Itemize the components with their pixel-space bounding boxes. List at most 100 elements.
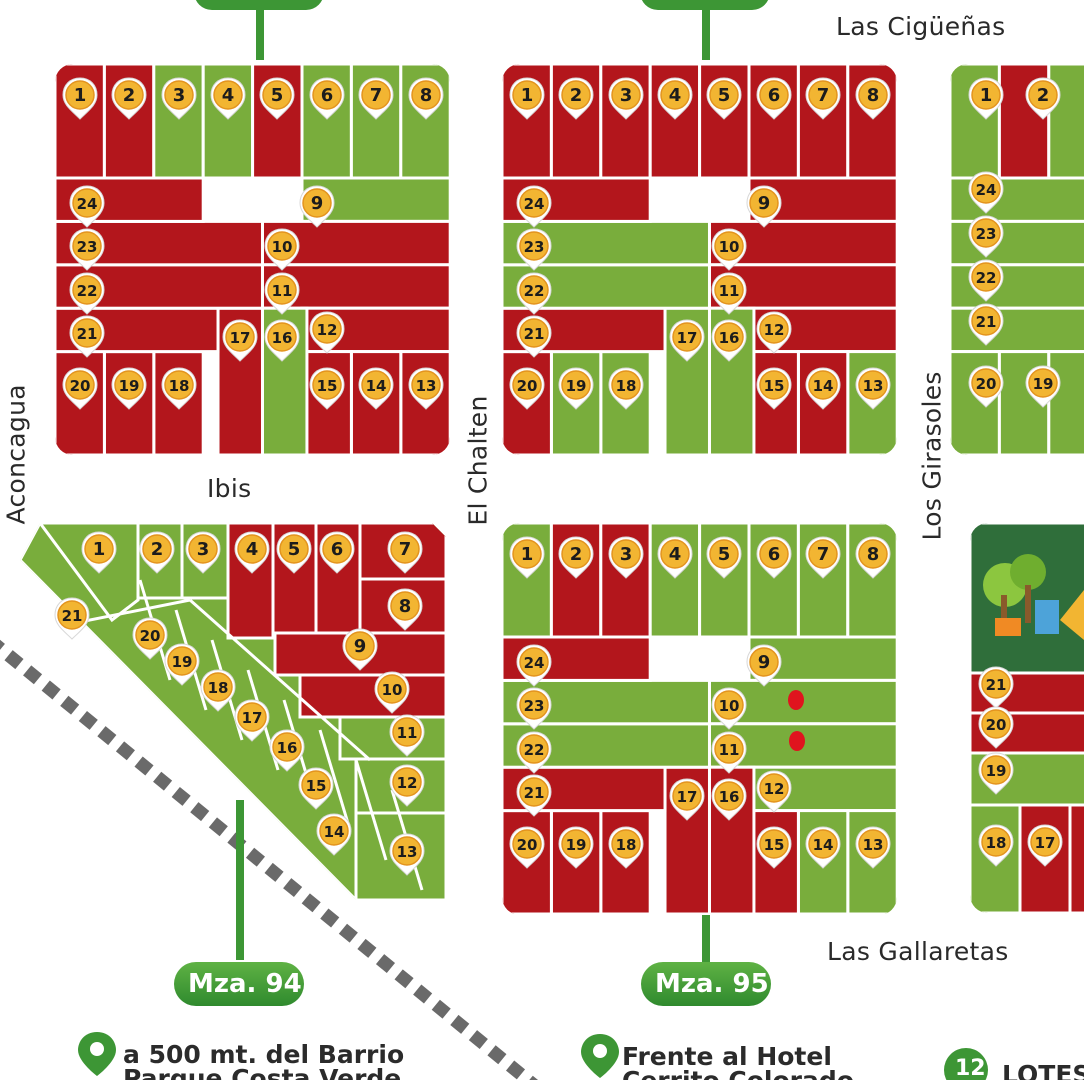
lot-number-pin[interactable]: 22 xyxy=(67,271,107,317)
lot-number-pin[interactable]: 23 xyxy=(966,214,1006,260)
lot-number-pin[interactable]: 12 xyxy=(307,310,347,356)
lot-number-pin[interactable]: 5 xyxy=(257,76,297,122)
lot-number-pin[interactable]: 20 xyxy=(966,364,1006,410)
lot-number-pin[interactable]: 10 xyxy=(709,227,749,273)
lot-number-pin[interactable]: 7 xyxy=(803,535,843,581)
lot-number-pin[interactable]: 7 xyxy=(385,530,425,576)
lot-number-pin[interactable]: 19 xyxy=(556,366,596,412)
lot-number-pin[interactable]: 19 xyxy=(162,642,202,688)
lot-number-pin[interactable]: 6 xyxy=(307,76,347,122)
lot-number-pin[interactable]: 21 xyxy=(514,773,554,819)
lot-number-pin[interactable]: 3 xyxy=(159,76,199,122)
lot-number-pin[interactable]: 8 xyxy=(385,587,425,633)
lot-number-pin[interactable]: 2 xyxy=(556,535,596,581)
lot-number-pin[interactable]: 19 xyxy=(109,366,149,412)
lot-number-pin[interactable]: 17 xyxy=(667,777,707,823)
lot-number-pin[interactable]: 10 xyxy=(262,227,302,273)
lot-number-pin[interactable]: 14 xyxy=(803,366,843,412)
lot-number-pin[interactable]: 8 xyxy=(853,535,893,581)
lot-number-pin[interactable]: 11 xyxy=(709,730,749,776)
lot-number-pin[interactable]: 18 xyxy=(159,366,199,412)
lot-number-pin[interactable]: 20 xyxy=(60,366,100,412)
lot-number-pin[interactable]: 20 xyxy=(507,825,547,871)
lot-number-pin[interactable]: 13 xyxy=(853,366,893,412)
lot-number-pin[interactable]: 11 xyxy=(387,713,427,759)
lot-number-pin[interactable]: 2 xyxy=(1023,76,1063,122)
lot-number-pin[interactable]: 12 xyxy=(754,769,794,815)
lot-number-pin[interactable]: 19 xyxy=(976,751,1016,797)
lot-number-pin[interactable]: 17 xyxy=(232,698,272,744)
lot-number-pin[interactable]: 2 xyxy=(556,76,596,122)
lot-number-pin[interactable]: 21 xyxy=(966,302,1006,348)
lot-number-pin[interactable]: 20 xyxy=(507,366,547,412)
lot-number-pin[interactable]: 10 xyxy=(709,686,749,732)
lot-number-pin[interactable]: 16 xyxy=(709,777,749,823)
lot-number-pin[interactable]: 6 xyxy=(317,530,357,576)
lot-number-pin[interactable]: 24 xyxy=(67,184,107,230)
lot-number-pin[interactable]: 21 xyxy=(67,314,107,360)
lot-number-pin[interactable]: 19 xyxy=(556,825,596,871)
lot-number-pin[interactable]: 1 xyxy=(79,530,119,576)
lot-parcel[interactable] xyxy=(1068,803,1084,913)
lot-number-pin[interactable]: 2 xyxy=(109,76,149,122)
lot-number-pin[interactable]: 12 xyxy=(754,310,794,356)
lot-number-pin[interactable]: 12 xyxy=(387,763,427,809)
lot-number-pin[interactable]: 5 xyxy=(704,535,744,581)
lot-number-pin[interactable]: 1 xyxy=(966,76,1006,122)
lot-number-pin[interactable]: 18 xyxy=(606,366,646,412)
lot-number-pin[interactable]: 3 xyxy=(606,76,646,122)
lot-number-pin[interactable]: 19 xyxy=(1023,364,1063,410)
lot-number-pin[interactable]: 10 xyxy=(372,670,412,716)
lot-number-pin[interactable]: 16 xyxy=(709,318,749,364)
lot-number-pin[interactable]: 15 xyxy=(307,366,347,412)
lot-number-pin[interactable]: 5 xyxy=(274,530,314,576)
lot-number-pin[interactable]: 4 xyxy=(208,76,248,122)
lot-number-pin[interactable]: 3 xyxy=(183,530,223,576)
lot-number-pin[interactable]: 18 xyxy=(606,825,646,871)
lot-number-pin[interactable]: 8 xyxy=(853,76,893,122)
lot-number-pin[interactable]: 11 xyxy=(709,271,749,317)
lot-number-pin[interactable]: 9 xyxy=(744,643,784,689)
lot-number-pin[interactable]: 23 xyxy=(514,686,554,732)
lot-number-pin[interactable]: 24 xyxy=(514,643,554,689)
lot-number-pin[interactable]: 11 xyxy=(262,271,302,317)
lot-number-pin[interactable]: 4 xyxy=(655,535,695,581)
lot-number-pin[interactable]: 17 xyxy=(220,318,260,364)
lot-number-pin[interactable]: 15 xyxy=(754,825,794,871)
lot-number-pin[interactable]: 14 xyxy=(314,812,354,858)
lot-number-pin[interactable]: 7 xyxy=(803,76,843,122)
lot-number-pin[interactable]: 23 xyxy=(67,227,107,273)
lot-number-pin[interactable]: 22 xyxy=(966,258,1006,304)
lot-number-pin[interactable]: 16 xyxy=(267,728,307,774)
lot-number-pin[interactable]: 6 xyxy=(754,76,794,122)
lot-number-pin[interactable]: 20 xyxy=(976,705,1016,751)
lot-number-pin[interactable]: 18 xyxy=(198,668,238,714)
lot-number-pin[interactable]: 1 xyxy=(507,76,547,122)
lot-number-pin[interactable]: 4 xyxy=(655,76,695,122)
lot-number-pin[interactable]: 21 xyxy=(976,665,1016,711)
lot-number-pin[interactable]: 17 xyxy=(1025,823,1065,869)
lot-number-pin[interactable]: 13 xyxy=(387,832,427,878)
lot-number-pin[interactable]: 1 xyxy=(60,76,100,122)
lot-number-pin[interactable]: 1 xyxy=(507,535,547,581)
lot-number-pin[interactable]: 21 xyxy=(514,314,554,360)
lot-number-pin[interactable]: 5 xyxy=(704,76,744,122)
lot-number-pin[interactable]: 4 xyxy=(232,530,272,576)
lot-number-pin[interactable]: 13 xyxy=(406,366,446,412)
lot-number-pin[interactable]: 16 xyxy=(262,318,302,364)
lot-number-pin[interactable]: 2 xyxy=(137,530,177,576)
lot-number-pin[interactable]: 22 xyxy=(514,730,554,776)
lot-number-pin[interactable]: 24 xyxy=(966,170,1006,216)
lot-number-pin[interactable]: 24 xyxy=(514,184,554,230)
lot-number-pin[interactable]: 20 xyxy=(130,616,170,662)
lot-number-pin[interactable]: 23 xyxy=(514,227,554,273)
lot-number-pin[interactable]: 14 xyxy=(356,366,396,412)
lot-number-pin[interactable]: 15 xyxy=(296,766,336,812)
lot-number-pin[interactable]: 9 xyxy=(297,184,337,230)
lot-number-pin[interactable]: 22 xyxy=(514,271,554,317)
lot-number-pin[interactable]: 7 xyxy=(356,76,396,122)
lot-number-pin[interactable]: 18 xyxy=(976,823,1016,869)
lot-number-pin[interactable]: 9 xyxy=(340,627,380,673)
lot-number-pin[interactable]: 15 xyxy=(754,366,794,412)
lot-number-pin[interactable]: 21 xyxy=(52,596,92,642)
